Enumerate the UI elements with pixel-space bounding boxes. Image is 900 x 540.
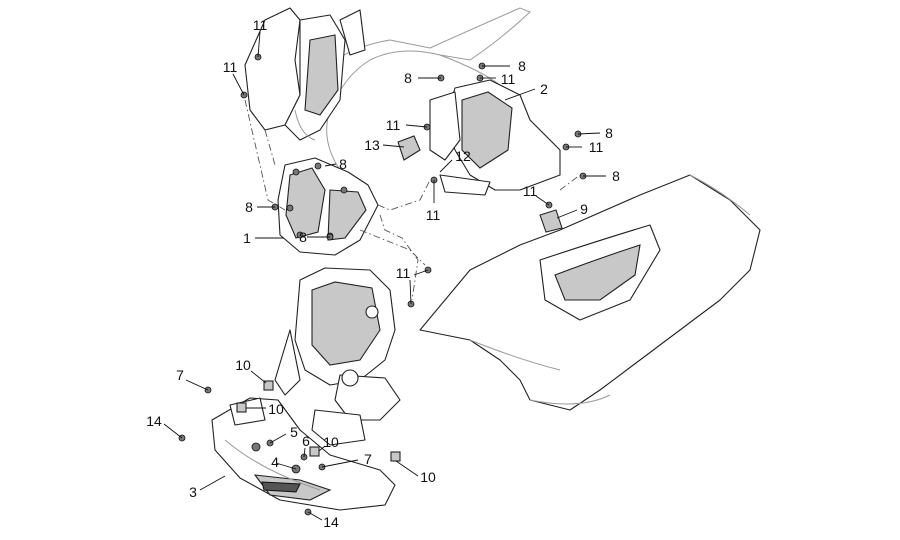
callout-label: 7 — [364, 451, 372, 467]
callout-label: 8 — [605, 125, 613, 141]
assembly-lines — [244, 99, 581, 301]
callout-label: 11 — [523, 183, 538, 199]
callout-label: 11 — [501, 71, 516, 87]
callout-label: 14 — [323, 514, 339, 530]
callout-label: 10 — [323, 434, 339, 450]
callout-label: 6 — [302, 433, 310, 449]
clip-plate-9 — [539, 209, 563, 233]
upper-bracket — [244, 7, 366, 141]
small-bracket-13 — [397, 135, 421, 161]
callout-label: 8 — [518, 58, 526, 74]
callout-label: 8 — [404, 70, 412, 86]
callout-label: 7 — [176, 367, 184, 383]
callout-label: 4 — [271, 454, 279, 470]
callout-label: 11 — [426, 207, 441, 223]
callout-label: 10 — [420, 469, 436, 485]
callout-label: 8 — [612, 168, 620, 184]
side-fairing — [419, 174, 761, 411]
callout-label: 2 — [540, 81, 548, 97]
callout-label: 11 — [589, 139, 604, 155]
callout-label: 10 — [235, 357, 251, 373]
callout-label: 8 — [339, 156, 347, 172]
callout-label: 14 — [146, 413, 162, 429]
callout-label: 8 — [299, 229, 307, 245]
callout-label: 11 — [223, 59, 238, 75]
callout-label: 9 — [580, 201, 588, 217]
callout-label: 13 — [364, 137, 380, 153]
callout-label: 8 — [245, 199, 253, 215]
headlamp-frame — [274, 267, 401, 446]
callout-label: 11 — [396, 265, 411, 281]
callout-label: 12 — [455, 148, 471, 164]
callout-label: 3 — [189, 484, 197, 500]
callout-label: 11 — [386, 117, 401, 133]
callout-label: 11 — [253, 17, 268, 33]
callout-label: 5 — [290, 424, 298, 440]
callouts: 11 11 8 8 11 2 8 11 11 13 12 8 8 11 11 9 — [146, 17, 620, 530]
callout-label: 10 — [268, 401, 284, 417]
inner-dash-panel — [277, 157, 379, 256]
windscreen-cowl — [429, 79, 561, 196]
callout-label: 1 — [243, 230, 251, 246]
